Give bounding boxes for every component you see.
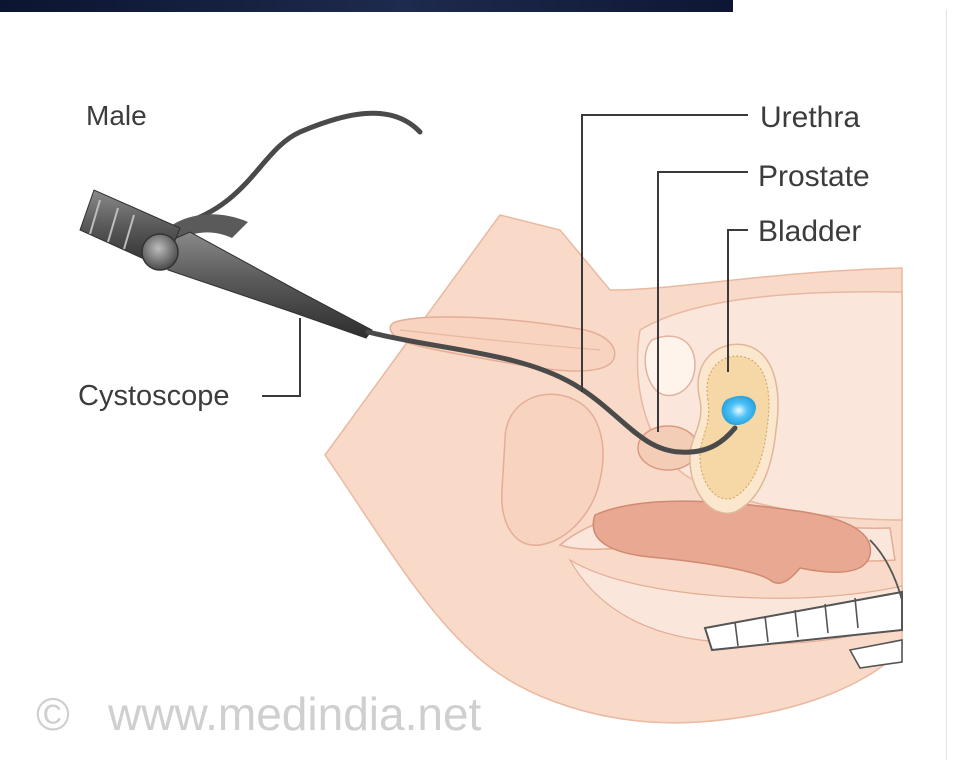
watermark-copyright-symbol: © [36,688,70,740]
label-bladder: Bladder [758,215,861,248]
scope-knob [142,234,178,270]
watermark-url: www.medindia.net [107,688,482,740]
light-cable [178,113,420,225]
label-urethra: Urethra [760,101,860,134]
pubic-bone [645,336,695,395]
cystoscope-leader [262,318,300,396]
label-male: Male [86,100,147,131]
scope-shaft [160,232,372,338]
label-cystoscope: Cystoscope [78,380,230,412]
label-prostate: Prostate [758,160,870,193]
pelvis-cross-section [325,215,902,723]
